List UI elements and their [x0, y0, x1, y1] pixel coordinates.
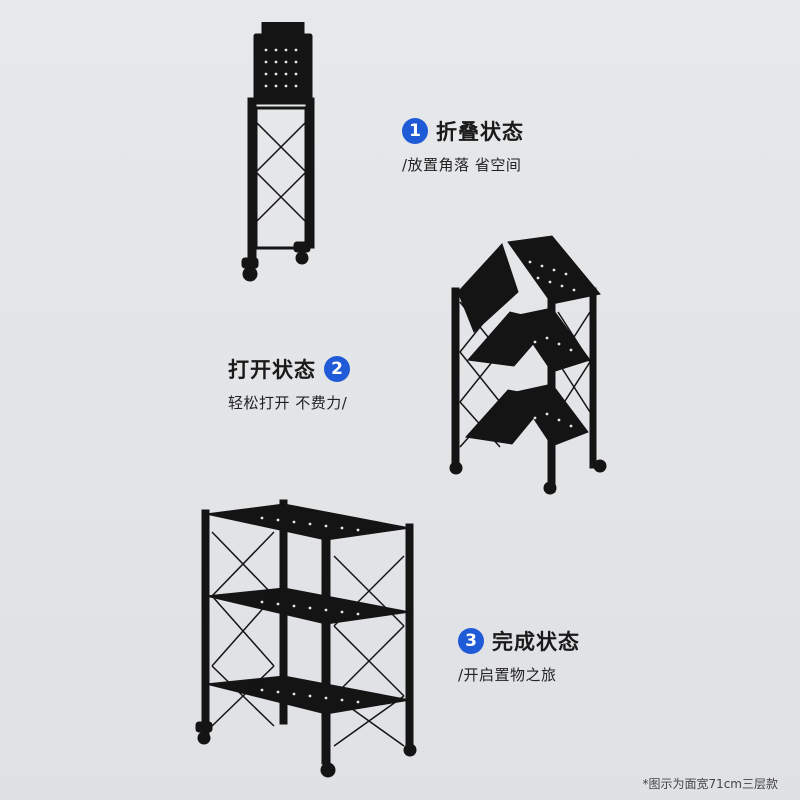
opening-rack-image [440, 232, 620, 497]
step-1-desc: /放置角落 省空间 [402, 156, 522, 174]
step-1: 1 折叠状态 /放置角落 省空间 [402, 116, 524, 175]
step-2: 打开状态 2 轻松打开 不费力/ [228, 354, 350, 413]
step-3-desc: /开启置物之旅 [458, 666, 557, 684]
folded-rack-image [236, 22, 326, 282]
number-2-badge-icon: 2 [324, 356, 350, 382]
number-1-badge-icon: 1 [402, 118, 428, 144]
step-2-title: 打开状态 [228, 358, 316, 382]
step-1-title: 折叠状态 [436, 120, 524, 144]
step-3: 3 完成状态 /开启置物之旅 [458, 626, 580, 685]
footnote: *图示为面宽71cm三层款 [642, 777, 778, 791]
number-3-badge-icon: 3 [458, 628, 484, 654]
step-2-desc: 轻松打开 不费力/ [228, 394, 348, 412]
step-3-title: 完成状态 [492, 630, 580, 654]
open-rack-image [182, 496, 432, 781]
